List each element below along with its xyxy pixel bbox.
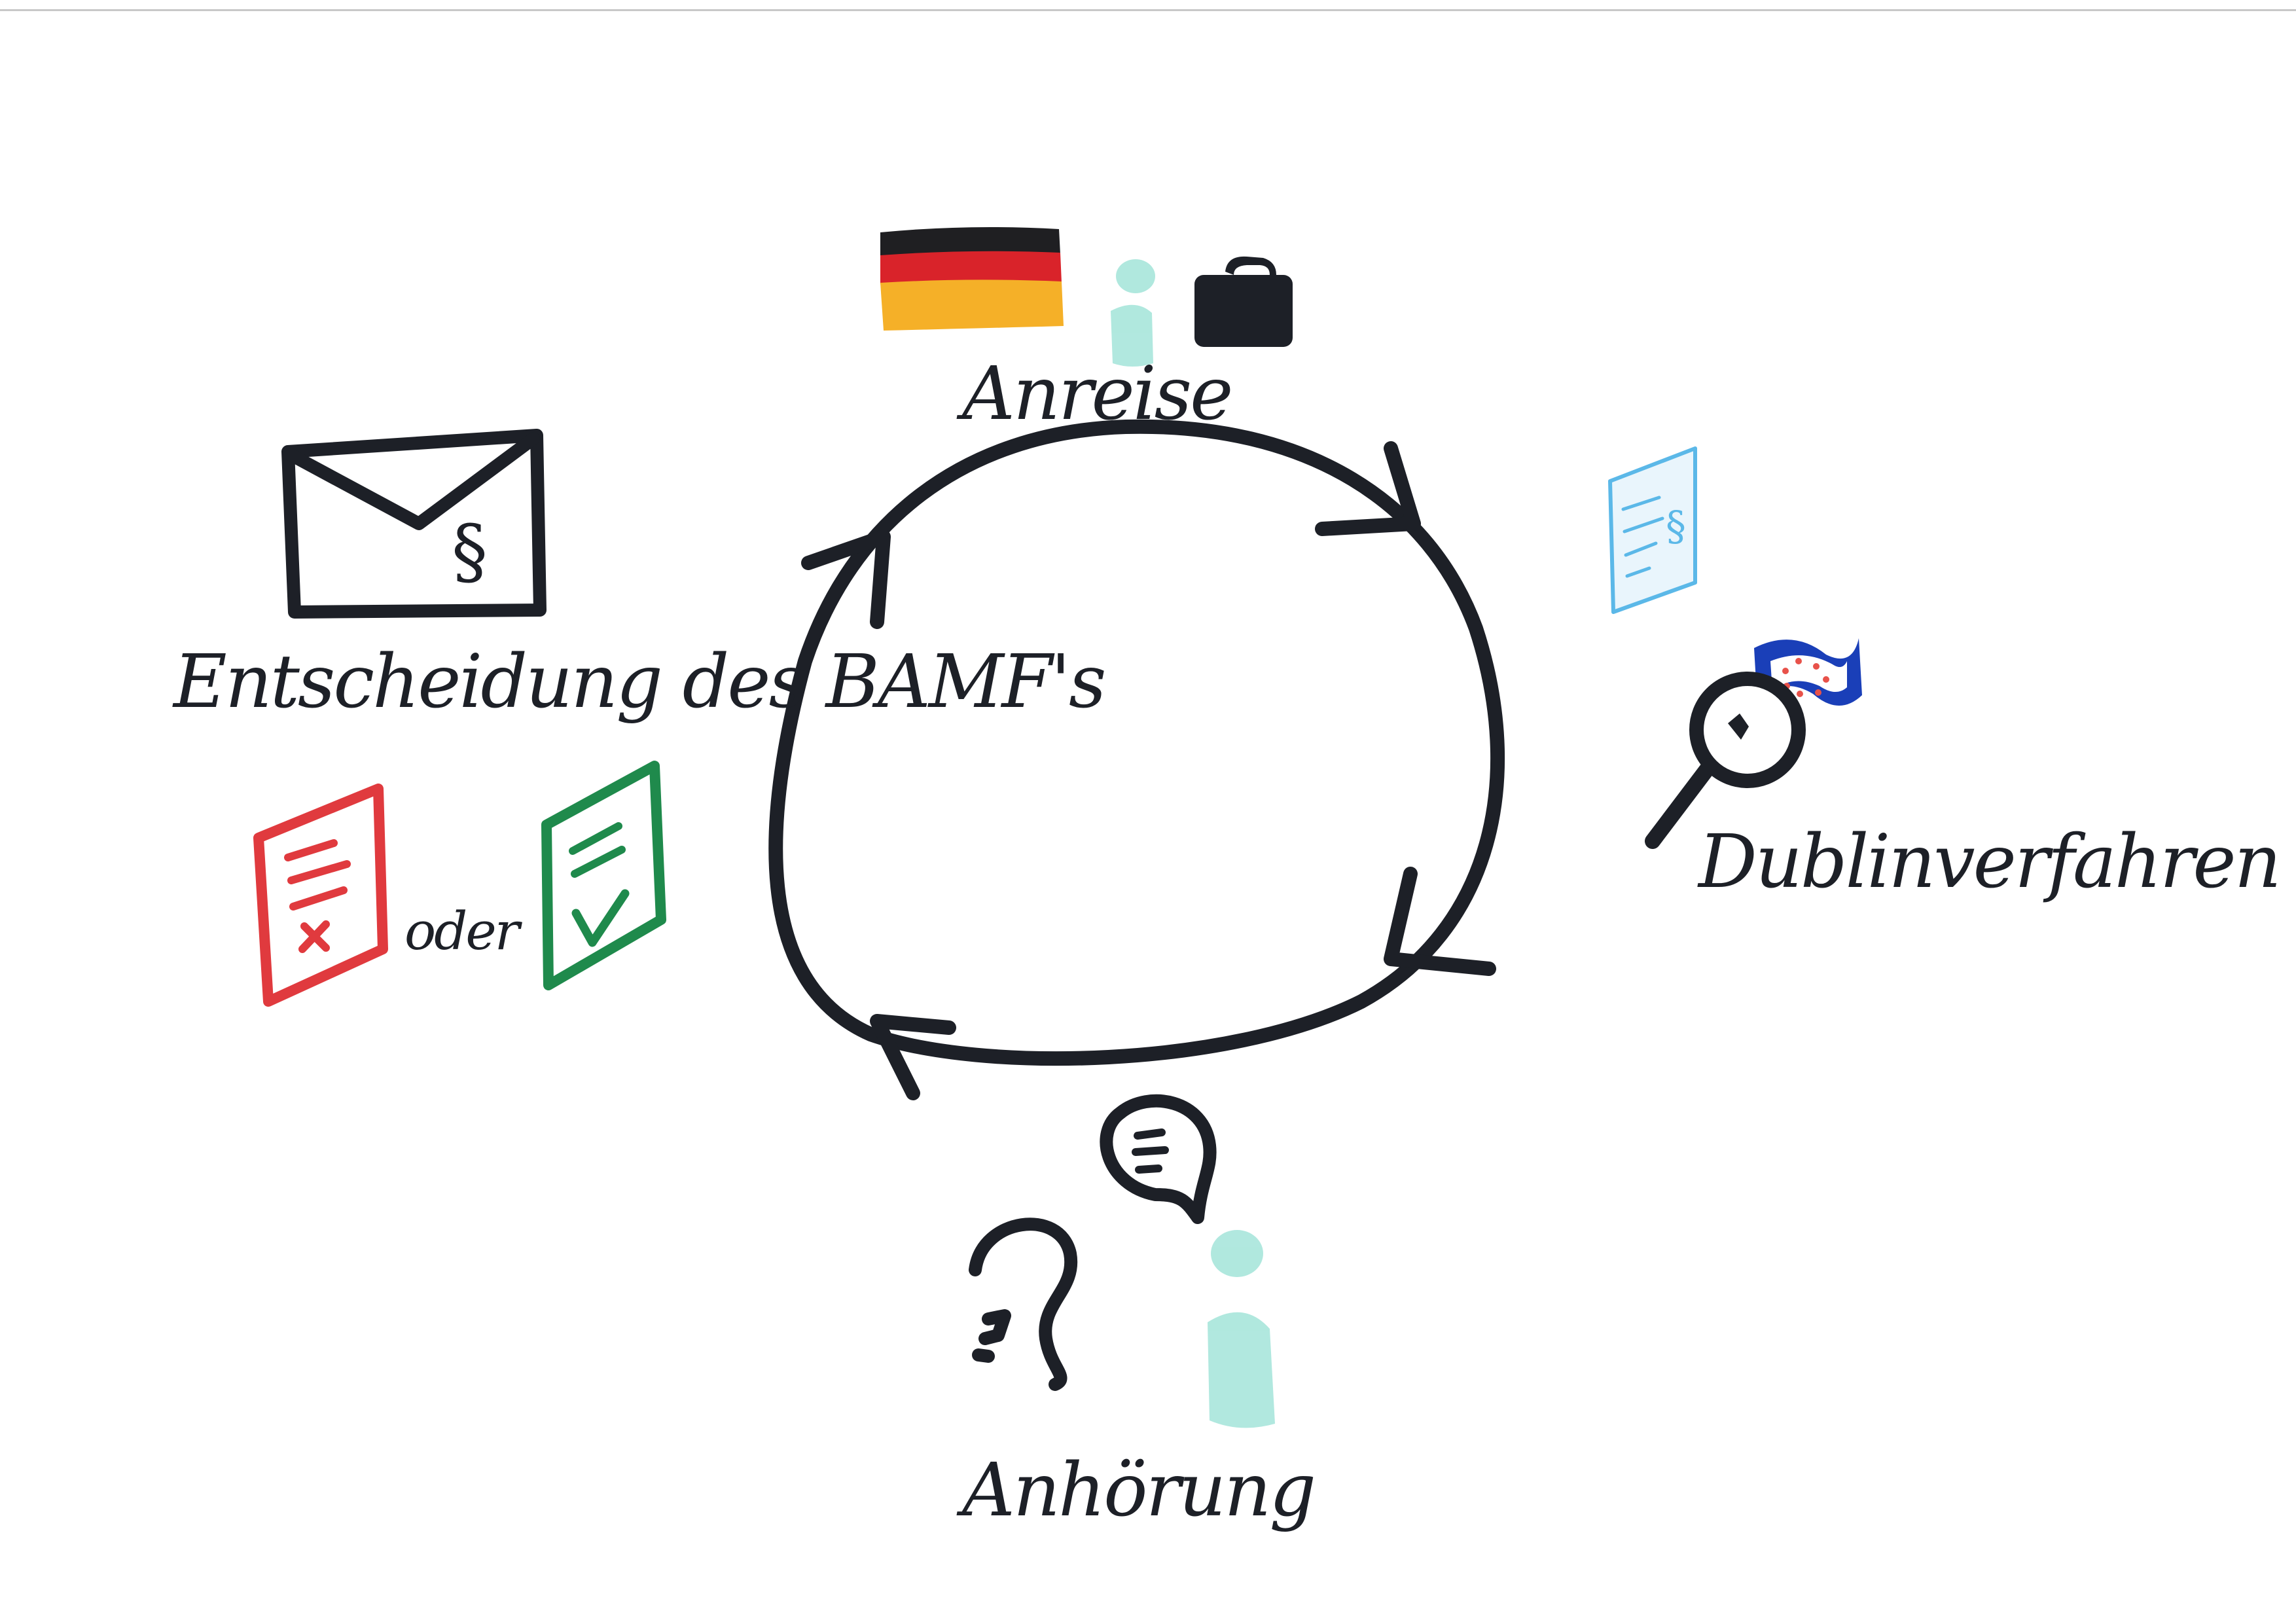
legal-document-icon: § (1608, 446, 1697, 614)
person-icon-hearing (1208, 1230, 1275, 1428)
cycle-loop (768, 419, 1505, 1066)
rejection-document-icon (253, 784, 388, 1007)
magnifier-icon (1645, 672, 1806, 849)
speech-bubble-icon (1100, 1094, 1217, 1224)
ear-icon (969, 1218, 1078, 1391)
person-icon (1111, 259, 1155, 367)
process-cycle (768, 419, 1505, 1100)
cycle-arrow-top-right (1315, 441, 1421, 536)
cycle-arrow-top-left (801, 530, 891, 629)
stage-label-hearing: Anhörung (956, 1448, 1314, 1533)
approval-check-mark (571, 889, 630, 947)
scan-edge-line (0, 9, 2296, 11)
eu-flag-icon (1754, 638, 1862, 706)
approval-document-icon (541, 761, 666, 990)
document-paragraph-symbol: § (1666, 502, 1686, 550)
rejection-x-mark (298, 920, 330, 953)
envelope-icon: § (281, 429, 547, 619)
cycle-arrow-bottom-left (870, 1014, 956, 1100)
stage-label-dublin: Dublinverfahren (1697, 820, 2280, 905)
stage-label-arrival: Anreise (956, 352, 1231, 437)
decision-connector: oder (404, 901, 523, 962)
german-flag-icon (880, 226, 1064, 331)
stage-label-decision: Entscheidung des BAMF's (172, 640, 1105, 725)
cycle-arrow-bottom-right (1384, 867, 1496, 976)
suitcase-icon (1194, 256, 1293, 347)
envelope-paragraph-symbol: § (452, 509, 488, 593)
